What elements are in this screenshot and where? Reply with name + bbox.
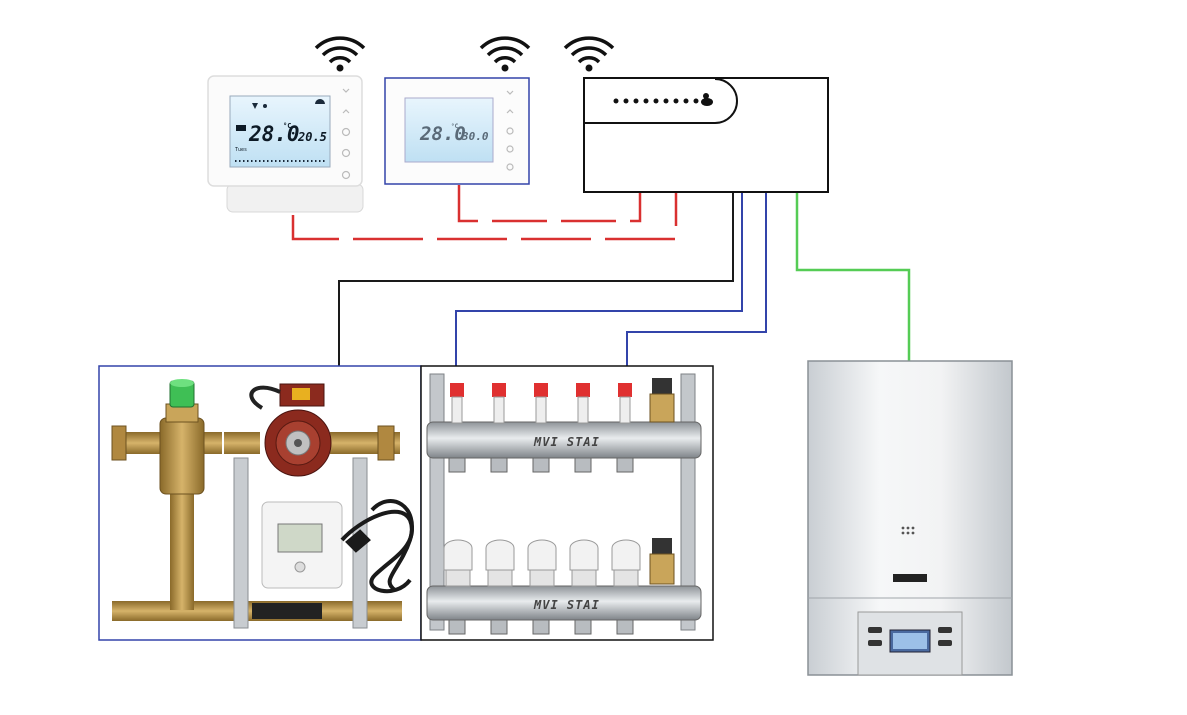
manifold-bottom-bar	[426, 585, 702, 621]
thermostat-2-setpoint: 30.0	[461, 130, 489, 143]
mode-icon[interactable]	[506, 145, 514, 153]
thermostat-2-lcd	[404, 97, 494, 163]
wifi-icon	[563, 36, 615, 72]
boiler-indicator-dots	[901, 526, 915, 535]
red-wire-thermostat-1	[291, 193, 678, 241]
thermostat-1-setpoint: 20.5	[297, 130, 327, 144]
thermostat-1-lcd	[229, 95, 331, 168]
thermostat-1-temp: 28.0	[248, 122, 300, 146]
pump-icon	[264, 383, 332, 477]
power-cable	[340, 499, 414, 594]
boiler-icon	[807, 360, 1013, 676]
thermostat-2-unit: °C	[451, 123, 459, 130]
manifold-brand-top: MVI STAI	[533, 435, 600, 449]
clock-icon[interactable]	[506, 127, 514, 135]
thermostat-2: 28.0 °C 30.0	[384, 77, 530, 185]
thermostat-1-day: Tues	[235, 147, 247, 153]
outlets	[448, 619, 634, 635]
down-arrow-icon[interactable]	[342, 88, 350, 93]
green-wire-boiler	[795, 193, 911, 361]
power-icon[interactable]	[341, 170, 351, 180]
underfloor-manifold: MVI STAI MVI STAI	[420, 365, 714, 641]
power-icon[interactable]	[506, 163, 514, 171]
pump-mixing-group	[98, 365, 422, 641]
flow-meters	[448, 383, 634, 473]
down-arrow-icon[interactable]	[506, 90, 514, 95]
up-arrow-icon[interactable]	[506, 109, 514, 114]
clock-icon[interactable]	[341, 127, 351, 137]
terminal-leds	[613, 93, 713, 106]
wifi-icon	[314, 36, 366, 72]
boiler-logo	[893, 574, 927, 582]
black-wire-pump	[338, 193, 734, 366]
air-vent-top	[649, 378, 675, 423]
mode-icon[interactable]	[341, 148, 351, 158]
manifold-top-bar	[426, 421, 702, 459]
thermostat-2-temp: 28.0	[419, 123, 466, 145]
actuators	[443, 539, 641, 587]
thermostat-1-unit: °C	[283, 122, 291, 130]
up-arrow-icon[interactable]	[342, 109, 350, 114]
thermostat-1: 28.0 °C 20.5 Tues	[207, 75, 364, 213]
manifold-brand-bottom: MVI STAI	[533, 598, 600, 612]
wifi-icon	[479, 36, 531, 72]
wiring-center-controller	[583, 77, 829, 193]
air-vent-bottom	[649, 538, 675, 585]
red-wire-thermostat-2	[457, 185, 642, 223]
